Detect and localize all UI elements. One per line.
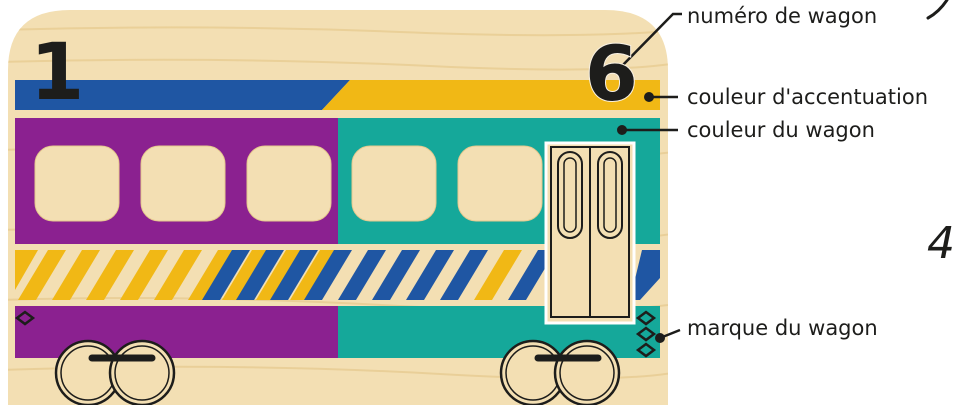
windows xyxy=(35,146,542,221)
wagon-number-right: 6 xyxy=(585,36,638,112)
label-accent-color: couleur d'accentuation xyxy=(687,87,928,108)
label-wagon-number: numéro de wagon xyxy=(687,6,877,27)
wagon-door xyxy=(546,143,634,323)
body-purple-lower xyxy=(15,306,338,358)
wagon-number-left: 1 xyxy=(30,34,84,112)
label-wagon-mark: marque du wagon xyxy=(687,318,878,339)
label-wagon-color: couleur du wagon xyxy=(687,120,875,141)
page-number: 4 xyxy=(927,222,953,266)
corner-stroke-mark xyxy=(925,0,953,22)
